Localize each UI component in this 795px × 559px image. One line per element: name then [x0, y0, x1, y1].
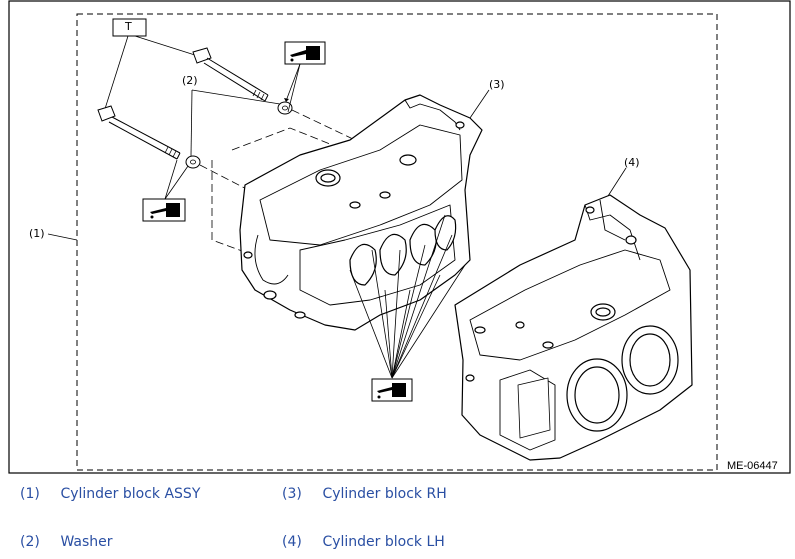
- oil-can-icon-top: [284, 41, 326, 113]
- bolt-lower: [97, 105, 181, 160]
- legend-item-3: (3) Cylinder block RH: [282, 486, 447, 502]
- callout-2: (2): [182, 74, 198, 87]
- callout-1: (1): [29, 227, 45, 240]
- legend-label: Cylinder block LH: [322, 534, 445, 550]
- oil-can-icon-left: [142, 159, 189, 222]
- legend-label: Cylinder block RH: [322, 486, 447, 502]
- torque-box: [112, 18, 147, 37]
- legend-item-4: (4) Cylinder block LH: [282, 534, 445, 550]
- torque-label: T: [125, 20, 132, 33]
- legend-item-2: (2) Washer: [20, 534, 113, 550]
- legend-label: Washer: [60, 534, 113, 550]
- legend-num: (4): [282, 534, 302, 550]
- cylinder-block-lh: [454, 194, 693, 461]
- legend-num: (3): [282, 486, 302, 502]
- legend-num: (2): [20, 534, 40, 550]
- callout-3: (3): [489, 78, 505, 91]
- assembly-boundary: [76, 13, 718, 471]
- exploded-diagram: T (1) (2) (3) (4) ME-06447: [8, 0, 791, 474]
- outer-frame: [8, 0, 791, 474]
- oil-can-icon-bottom: [349, 214, 466, 402]
- figure-id: ME-06447: [727, 460, 778, 472]
- legend-item-1: (1) Cylinder block ASSY: [20, 486, 200, 502]
- legend-label: Cylinder block ASSY: [60, 486, 201, 502]
- washer-lower: [185, 155, 201, 169]
- legend: (1) Cylinder block ASSY (2) Washer (3) C…: [0, 478, 795, 559]
- callout-4: (4): [624, 156, 640, 169]
- bolt-upper: [192, 47, 269, 102]
- legend-num: (1): [20, 486, 40, 502]
